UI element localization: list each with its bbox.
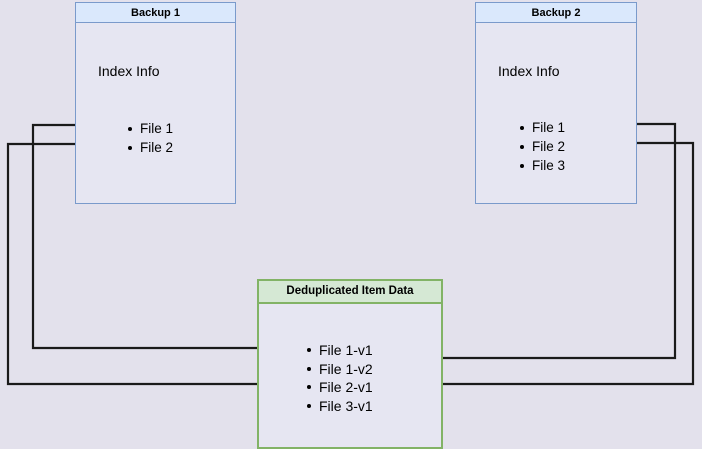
list-item: File 2	[518, 137, 565, 156]
node-deduplicated-item-data[interactable]: Deduplicated Item Data File 1-v1 File 1-…	[257, 279, 443, 449]
node-backup1-title: Backup 1	[75, 2, 236, 23]
list-item: File 3	[518, 156, 565, 175]
node-backup2-file-list: File 1 File 2 File 3	[518, 118, 565, 175]
node-backup2[interactable]: Backup 2 Index Info File 1 File 2 File 3	[475, 2, 637, 204]
node-deduplicated-item-data-title: Deduplicated Item Data	[257, 279, 443, 304]
list-item: File 1-v2	[305, 360, 373, 379]
node-deduplicated-item-list: File 1-v1 File 1-v2 File 2-v1 File 3-v1	[305, 341, 373, 415]
node-backup2-title: Backup 2	[475, 2, 637, 23]
node-backup1-heading: Index Info	[98, 63, 160, 79]
node-backup1-file-list: File 1 File 2	[126, 119, 173, 157]
node-backup1[interactable]: Backup 1 Index Info File 1 File 2	[75, 2, 236, 204]
list-item: File 1	[518, 118, 565, 137]
list-item: File 3-v1	[305, 397, 373, 416]
node-backup2-heading: Index Info	[498, 63, 560, 79]
list-item: File 2	[126, 138, 173, 157]
list-item: File 2-v1	[305, 378, 373, 397]
list-item: File 1	[126, 119, 173, 138]
list-item: File 1-v1	[305, 341, 373, 360]
